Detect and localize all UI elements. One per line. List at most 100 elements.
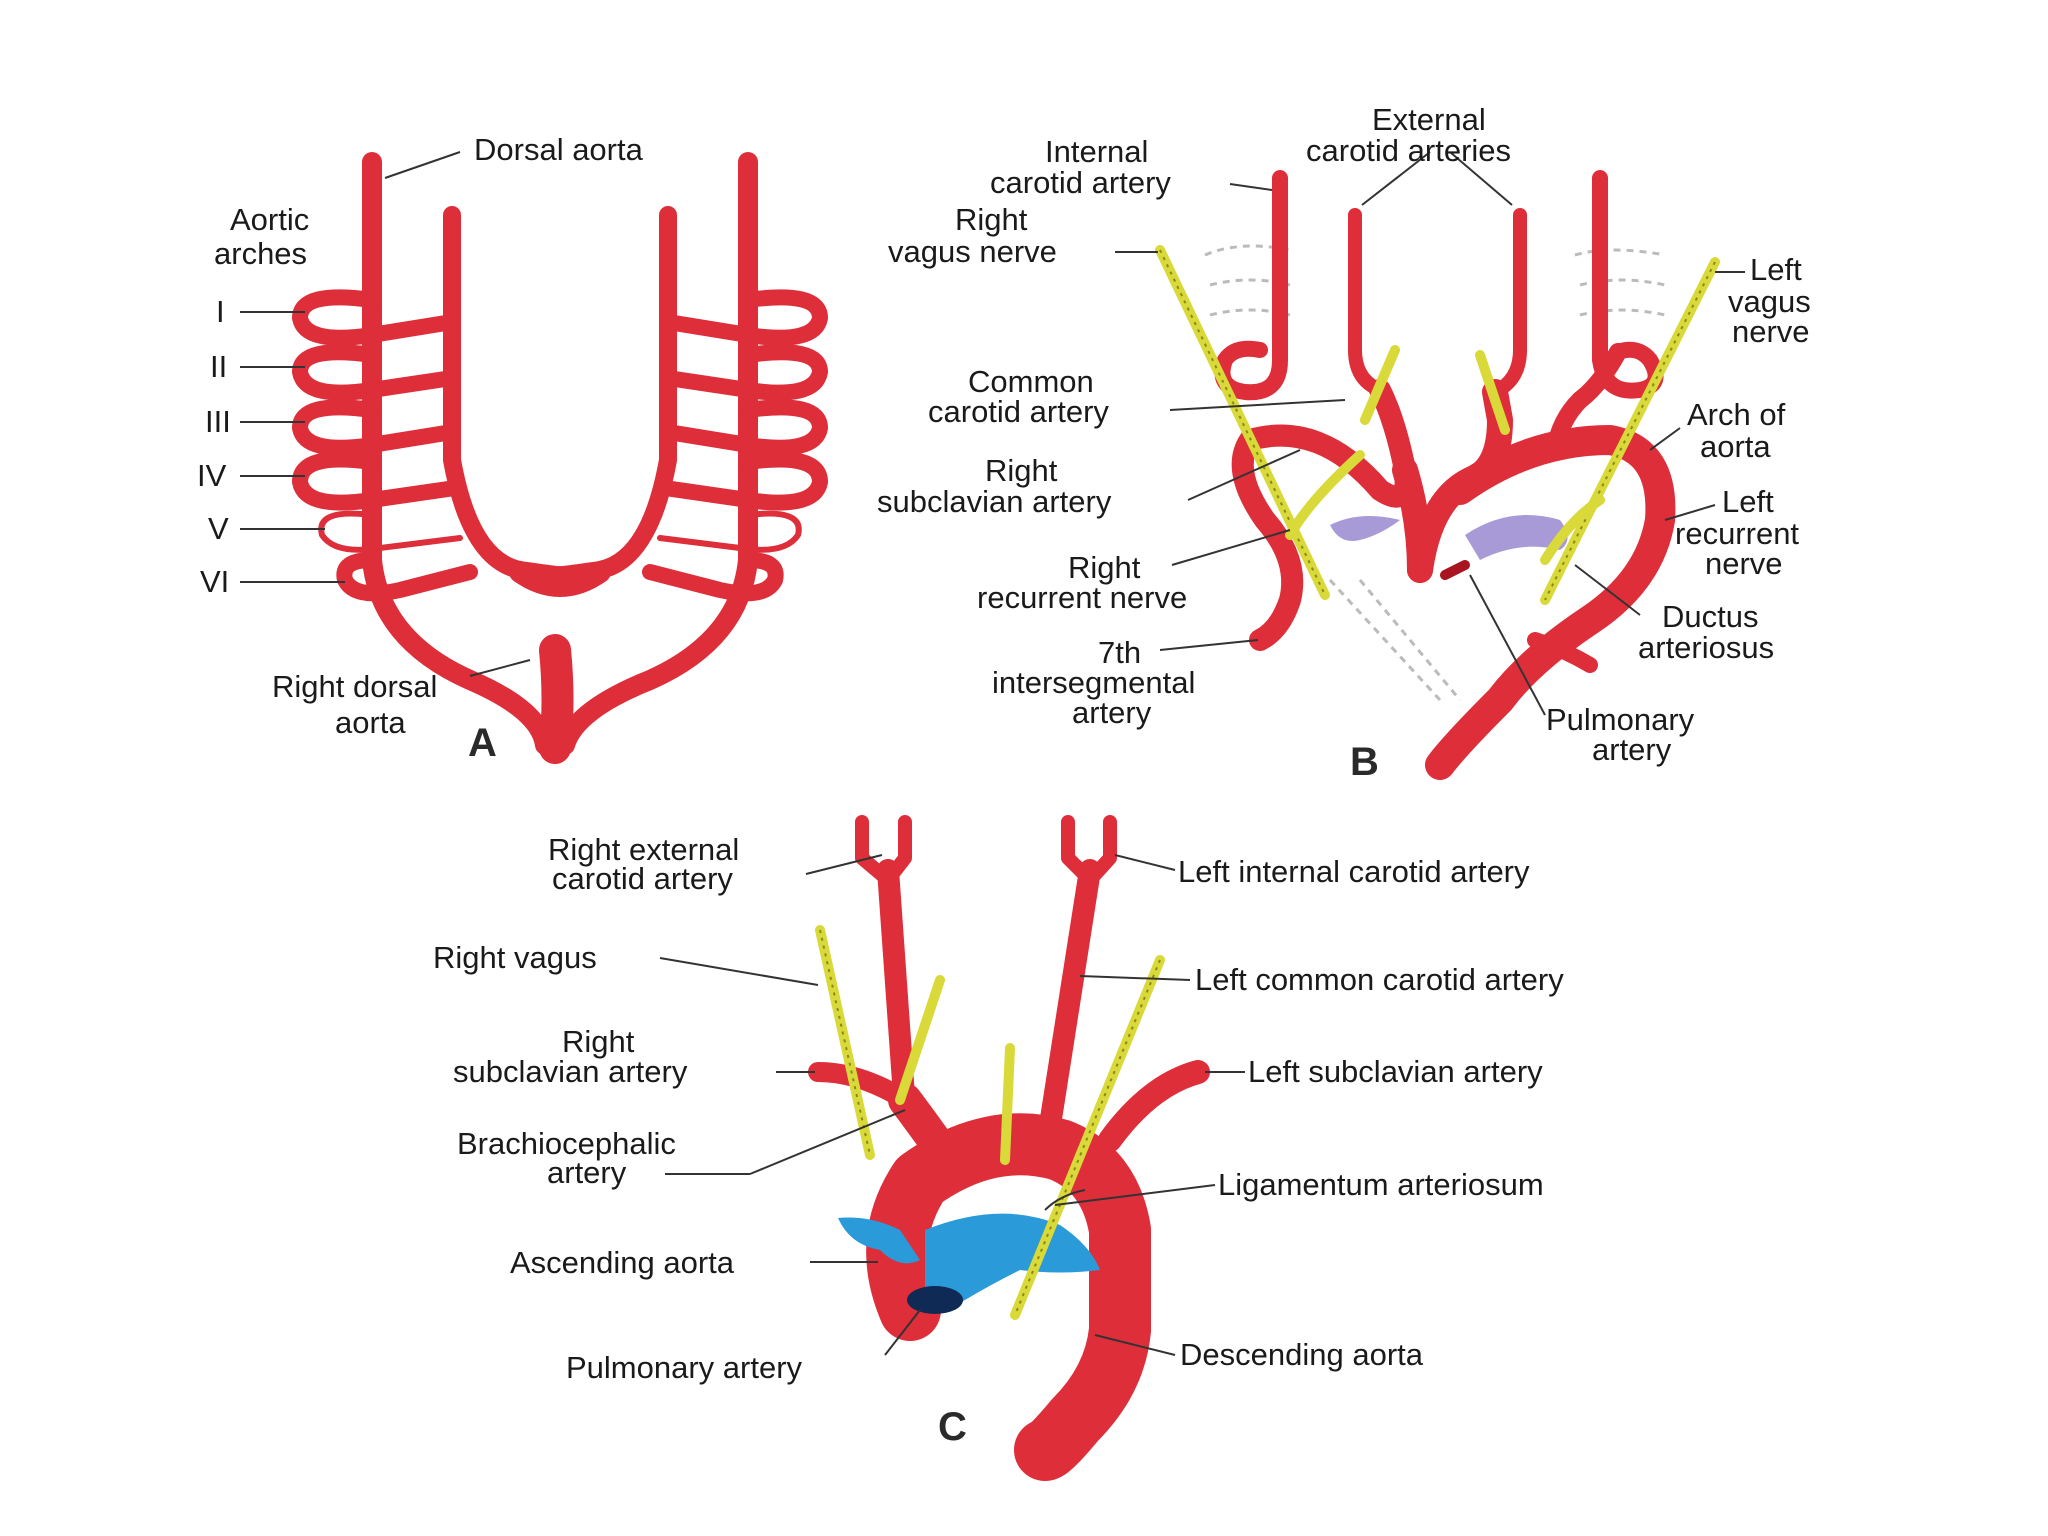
- panel-c-leader-lines: [659, 854, 1245, 1356]
- arch-6-right: [642, 552, 784, 602]
- pulmonary-trunk-b: [1440, 560, 1470, 580]
- arch-6-left: [336, 552, 478, 602]
- label-brachiocephalic-line1: Brachiocephalic: [457, 1126, 676, 1161]
- panel-b-arteries: [1214, 170, 1676, 780]
- panel-b-labels: External carotid arteries Internal carot…: [877, 102, 1811, 784]
- label-right-recurrent-line1: Right: [1068, 550, 1141, 585]
- arch-4-right: [657, 451, 828, 511]
- label-right-vagus-line2: vagus nerve: [888, 234, 1057, 269]
- label-aortic-arches-line2: arches: [214, 236, 307, 271]
- label-arch-1: I: [216, 294, 225, 329]
- label-right-vagus-line1: Right: [955, 202, 1028, 237]
- panel-c-letter: C: [938, 1405, 967, 1449]
- panel-a-leader-lines: [240, 151, 531, 677]
- panel-a-arteries: [292, 152, 828, 764]
- label-left-recurrent-line2: recurrent: [1675, 516, 1799, 551]
- label-left-common-carotid: Left common carotid artery: [1195, 962, 1564, 997]
- arch-3-left: [292, 399, 460, 456]
- panel-a-labels: Dorsal aorta Aortic arches I II III IV V…: [197, 132, 644, 765]
- aortic-arch-c: [866, 1113, 1151, 1481]
- seventh-segmental-left: [1527, 632, 1598, 673]
- panel-c-labels: Right external carotid artery Left inter…: [433, 832, 1564, 1449]
- label-right-external-line1: Right external: [548, 832, 739, 867]
- label-internal-line1: Internal: [1045, 134, 1148, 169]
- right-ventral-aorta-vessel: [443, 206, 567, 584]
- label-right-external-line2: carotid artery: [552, 861, 733, 896]
- label-seventh-line2: intersegmental: [992, 665, 1195, 700]
- panel-b-ghost-vessels: [1204, 244, 1666, 702]
- arch-4-left: [292, 451, 463, 511]
- label-pulmonary-b-line2: artery: [1592, 732, 1672, 767]
- right-pulmonary-c: [838, 1217, 920, 1264]
- label-ductus-line1: Ductus: [1662, 599, 1758, 634]
- arch-2-right: [660, 344, 828, 401]
- panel-b-nerves: [1155, 245, 1720, 605]
- right-pulmonary-b: [1330, 516, 1400, 541]
- panel-a: Dorsal aorta Aortic arches I II III IV V…: [197, 132, 828, 765]
- dorsal-aorta-stem: [539, 634, 574, 764]
- label-left-vagus-line2: vagus: [1728, 284, 1811, 319]
- label-right-subclavian-c-line2: subclavian artery: [453, 1054, 688, 1089]
- label-right-subclavian-line1: Right: [985, 453, 1058, 488]
- left-ventral-aorta-vessel: [553, 206, 677, 584]
- label-seventh-line3: artery: [1072, 695, 1152, 730]
- arch-1-right: [660, 289, 828, 346]
- arch-3-right: [660, 399, 828, 456]
- panel-a-letter: A: [468, 721, 497, 765]
- panel-b-pulmonary: [1330, 515, 1568, 580]
- arch-of-aorta-vessel: [1425, 425, 1676, 780]
- label-arch-2: II: [210, 349, 227, 384]
- label-left-subclavian: Left subclavian artery: [1248, 1054, 1543, 1089]
- nerve-branches-b: [1360, 345, 1510, 435]
- right-common-carotid-c: [877, 859, 916, 1121]
- aortic-sac: [509, 561, 611, 597]
- left-external-carotid-vessel: [1488, 208, 1527, 399]
- right-subclavian-vessel: [1231, 379, 1417, 651]
- arch-2-left: [292, 344, 460, 401]
- panel-b: External carotid arteries Internal carot…: [877, 102, 1811, 784]
- left-subclavian-c: [1098, 1060, 1210, 1152]
- label-right-dorsal-aorta-line1: Right dorsal: [272, 669, 437, 704]
- right-recurrent-nerve-b: [1285, 450, 1365, 540]
- label-common-carotid-line2: carotid artery: [928, 394, 1109, 429]
- left-recurrent-nerve-b: [1540, 495, 1605, 565]
- left-dorsal-aorta-vessel: [555, 152, 758, 755]
- label-ligamentum: Ligamentum arteriosum: [1218, 1167, 1544, 1202]
- left-common-carotid-c: [1039, 859, 1101, 1136]
- label-arch-of-aorta-line2: aorta: [1700, 429, 1771, 464]
- label-right-subclavian-c-line1: Right: [562, 1024, 635, 1059]
- label-arch-5: V: [208, 511, 229, 546]
- left-vagus-nerve-c: [1010, 955, 1165, 1320]
- label-left-vagus-line1: Left: [1750, 252, 1802, 287]
- label-right-subclavian-line2: subclavian artery: [877, 484, 1112, 519]
- panel-c: Right external carotid artery Left inter…: [433, 815, 1564, 1481]
- panel-c-pulmonary: [838, 1213, 1100, 1314]
- label-left-vagus-line3: nerve: [1732, 314, 1810, 349]
- label-external-line2: carotid arteries: [1306, 133, 1511, 168]
- right-vagus-nerve-b: [1155, 245, 1330, 600]
- nerve-branch-mid-c: [1000, 1043, 1015, 1165]
- arch-1-left: [292, 289, 460, 346]
- label-arch-4: IV: [197, 458, 227, 493]
- right-external-carotid-vessel: [1348, 208, 1387, 397]
- label-brachiocephalic-line2: artery: [547, 1155, 627, 1190]
- label-seventh-line1: 7th: [1098, 635, 1141, 670]
- left-vagus-nerve-b: [1540, 257, 1720, 605]
- label-right-recurrent-line2: recurrent nerve: [977, 580, 1187, 615]
- ligamentum-arteriosum-c: [1044, 1189, 1086, 1211]
- pulmonary-trunk-opening: [907, 1286, 963, 1314]
- label-ascending-aorta: Ascending aorta: [510, 1245, 735, 1280]
- label-ductus-line2: arteriosus: [1638, 630, 1774, 665]
- label-descending-aorta: Descending aorta: [1180, 1337, 1424, 1372]
- label-right-dorsal-aorta-line2: aorta: [335, 705, 406, 740]
- right-vagus-branch-c: [895, 975, 945, 1105]
- right-internal-carotid-vessel: [1214, 170, 1288, 401]
- left-pulmonary-b: [1465, 515, 1568, 560]
- arch-5-right: [657, 510, 802, 553]
- label-pulmonary-b-line1: Pulmonary: [1546, 702, 1695, 737]
- label-dorsal-aorta: Dorsal aorta: [474, 132, 644, 167]
- panel-c-arteries: [808, 815, 1210, 1481]
- label-left-internal-carotid: Left internal carotid artery: [1178, 854, 1530, 889]
- label-internal-line2: carotid artery: [990, 165, 1171, 200]
